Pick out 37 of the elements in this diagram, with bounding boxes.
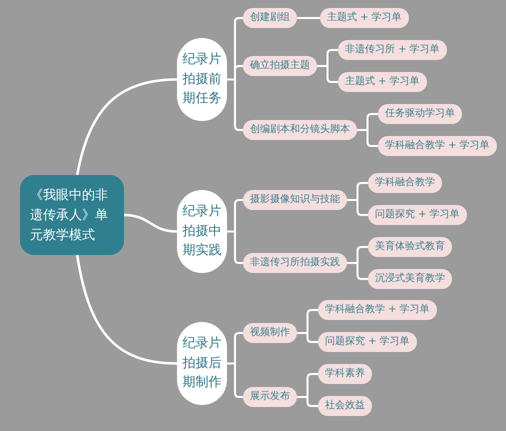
connector-line bbox=[76, 254, 178, 365]
subtopic-pill: 美育体验式教育 bbox=[368, 237, 452, 257]
connector-line bbox=[76, 78, 178, 176]
connector-line bbox=[317, 65, 338, 83]
connector-line bbox=[297, 396, 318, 407]
subtopic-pill: 创编剧本和分镜头脚本 bbox=[243, 120, 357, 140]
subtopic-pill: 确立拍摄主题 bbox=[243, 56, 317, 76]
subtopic-pill: 学科融合教学 + 学习单 bbox=[318, 300, 437, 320]
subtopic-pill: 主题式 + 学习单 bbox=[320, 8, 409, 28]
subtopic-pill: 摄影摄像知识与技能 bbox=[243, 190, 347, 210]
subtopic-pill: 社会效益 bbox=[318, 396, 372, 416]
subtopic-pill: 问题探究 + 学习单 bbox=[368, 205, 467, 225]
connector-line bbox=[227, 78, 243, 131]
connector-line bbox=[227, 362, 243, 398]
connector-line bbox=[124, 214, 178, 233]
subtopic-pill: 沉浸式美育教学 bbox=[368, 269, 452, 289]
subtopic-pill: 任务驱动学习单 bbox=[378, 104, 462, 124]
topic-box: 《我眼中的非遗传承人》单元教学模式 bbox=[20, 175, 124, 255]
subtopic-pill: 学科融合教学 bbox=[368, 173, 442, 193]
subtopic-pill: 问题探究 + 学习单 bbox=[318, 332, 417, 352]
connector-line bbox=[347, 199, 368, 216]
subtopic-pill: 展示发布 bbox=[243, 387, 297, 407]
connector-line bbox=[347, 262, 368, 280]
subtopic-pill: 学科融合教学 + 学习单 bbox=[378, 136, 497, 156]
subtopic-pill: 学科素养 bbox=[318, 364, 372, 384]
connector-line bbox=[297, 17, 320, 19]
subtopic-pill: 视频制作 bbox=[243, 323, 297, 343]
stage-box: 纪录片拍摄中期实践 bbox=[177, 190, 227, 272]
stage-box: 纪录片拍摄前期任务 bbox=[177, 38, 227, 120]
connector-line bbox=[297, 332, 318, 343]
subtopic-pill: 创建剧组 bbox=[243, 8, 297, 28]
connector-line bbox=[227, 230, 243, 264]
subtopic-pill: 非遗传习所 + 学习单 bbox=[338, 40, 447, 60]
subtopic-pill: 非遗传习所拍摄实践 bbox=[243, 253, 347, 273]
subtopic-pill: 主题式 + 学习单 bbox=[338, 72, 427, 92]
stage-box: 纪录片拍摄后期制作 bbox=[177, 322, 227, 404]
connector-line bbox=[357, 129, 378, 147]
